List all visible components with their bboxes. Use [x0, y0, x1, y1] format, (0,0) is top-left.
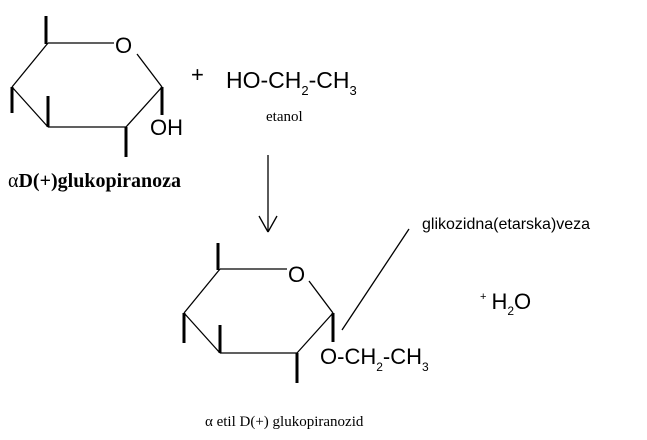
ethanol-label: etanol: [266, 109, 303, 125]
reactant-ring: [10, 16, 164, 157]
reactant-hydroxyl: OH: [150, 115, 183, 140]
ethoxy-subscript-2: 2: [376, 360, 383, 374]
glycosidic-bond-label: glikozidna(etarska)veza: [422, 216, 590, 233]
reactant-name-text: D(+)glukopiranoza: [18, 170, 181, 192]
ethanol-formula: HO-CH2-CH3: [226, 67, 357, 98]
product-ring: [182, 243, 335, 383]
reactant-name-prefix: α: [8, 170, 19, 192]
product-ethoxy-group: O-CH2-CH3: [320, 344, 429, 374]
ethanol-formula-part1: HO-CH: [226, 67, 301, 93]
water-o: O: [514, 289, 531, 314]
product-name-text: etil D(+) glukopiranozid: [213, 414, 364, 430]
product-name: α etil D(+) glukopiranozid: [205, 414, 364, 430]
water-plus-sign: +: [480, 291, 486, 303]
reactant-ring-oxygen: O: [115, 33, 132, 58]
ethoxy-part1: O-CH: [320, 344, 376, 369]
plus-sign: +: [191, 62, 204, 87]
bond-pointer-line: [341, 228, 410, 331]
ethanol-subscript-3: 3: [350, 83, 357, 98]
product-name-prefix: α: [205, 414, 213, 430]
product-ring-oxygen: O: [288, 262, 305, 287]
ethanol-subscript-2: 2: [301, 83, 308, 98]
ethoxy-subscript-3: 3: [422, 360, 429, 374]
ethanol-formula-part2: -CH: [309, 67, 350, 93]
ethoxy-part2: -CH: [383, 344, 422, 369]
water-h: H: [491, 289, 507, 314]
reaction-arrow: [258, 155, 278, 233]
reactant-name: αD(+)glukopiranoza: [8, 170, 181, 192]
water-subscript-2: 2: [507, 304, 514, 318]
water-byproduct: + H2O: [480, 289, 531, 318]
